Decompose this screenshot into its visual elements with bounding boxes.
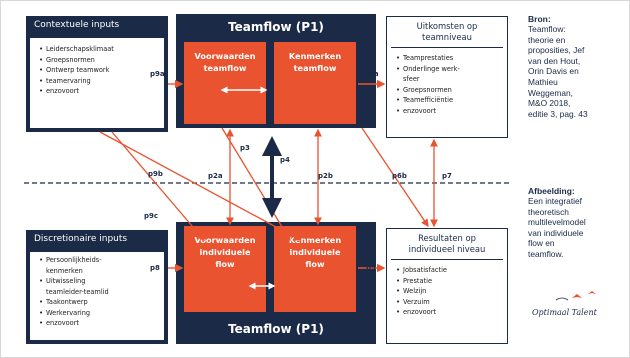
figure-line: theoretisch — [528, 206, 569, 217]
path-label-p3: p3 — [240, 144, 250, 152]
list-item: Taakontwerp — [39, 297, 160, 308]
list-item: teamervaring — [39, 76, 160, 87]
list-item: enzovoort — [39, 318, 160, 329]
path-label-p9b: p9b — [148, 170, 163, 178]
list-item: enzovoort — [396, 307, 503, 318]
contextual-inputs-title: Contextuele inputs — [34, 20, 120, 30]
discretionary-inputs-title: Discretionaire inputs — [34, 234, 128, 244]
source-note: Bron: Teamflow: theorie en proposities, … — [528, 14, 628, 119]
list-item: Verzuim — [396, 297, 503, 308]
path-label-p2b: p2b — [318, 172, 333, 180]
source-line: Weggeman, — [528, 87, 574, 98]
path-label-p5: p5 — [366, 264, 376, 272]
list-item: Leiderschapsklimaat — [39, 44, 160, 55]
discretionary-inputs-box: Discretionaire inputs Persoonlijkheids-k… — [26, 230, 168, 344]
list-item: Groepsnormen — [396, 85, 503, 96]
list-item: Welzijn — [396, 286, 503, 297]
source-line: Teamflow: — [528, 24, 566, 34]
birds-icon — [555, 291, 596, 301]
list-item: enzovoort — [39, 86, 160, 97]
list-item: Teamprestaties — [396, 53, 503, 64]
source-line: proposities, Jef — [528, 45, 585, 56]
path-label-p2a: p2a — [208, 172, 223, 180]
teamflow-bottom-title: Teamflow (P1) — [228, 322, 324, 336]
individual-results-title-line: individueel niveau — [408, 244, 486, 254]
team-outcomes-title-line: teamniveau — [422, 32, 472, 42]
source-heading: Bron: — [528, 14, 551, 24]
source-line: Orin Davis en — [528, 66, 579, 77]
path-label-p6b: p6b — [392, 172, 407, 180]
source-line: editie 3, pag. 43 — [528, 108, 588, 119]
discretionary-inputs-list-panel: Persoonlijkheids-kenmerken Uitwisselingt… — [30, 252, 164, 340]
path-label-p4: p4 — [280, 156, 290, 164]
list-item: Prestatie — [396, 276, 503, 287]
path-label-p8: p8 — [150, 264, 160, 272]
logo-text: Optimaal Talent — [532, 308, 597, 317]
individual-results-title-line: Resultaten op — [418, 233, 476, 243]
list-item: Jobsatisfactie — [396, 265, 503, 276]
figure-line: flow en — [528, 238, 555, 249]
teamflow-top-title: Teamflow (P1) — [228, 20, 324, 34]
team-outcomes-title-line: Uitkomsten op — [416, 21, 478, 31]
figure-heading: Afbeelding: — [528, 186, 575, 196]
list-item: Werkervaring — [39, 308, 160, 319]
figure-line: multilevelmodel — [528, 217, 586, 228]
list-item: Ontwerp teamwork — [39, 65, 160, 76]
figure-line: teamflow. — [528, 248, 564, 259]
contextual-inputs-list-panel: Leiderschapsklimaat Groepsnormen Ontwerp… — [30, 38, 164, 128]
optimaal-talent-logo: Optimaal Talent — [532, 286, 622, 326]
list-item: Groepsnormen — [39, 55, 160, 66]
path-label-p7: p7 — [442, 172, 452, 180]
source-line: theorie en — [528, 34, 566, 45]
source-line: Mathieu — [528, 76, 558, 87]
list-item: Teamefficiëntie — [396, 95, 503, 106]
figure-line: Een integratief — [528, 196, 583, 206]
contextual-inputs-box: Contextuele inputs Leiderschapsklimaat G… — [26, 16, 168, 132]
list-item: Persoonlijkheids-kenmerken — [39, 255, 160, 276]
figure-note: Afbeelding: Een integratief theoretisch … — [528, 186, 628, 260]
figure-line: van individuele — [528, 227, 584, 238]
list-item: Onderlinge werk-sfeer — [396, 64, 503, 85]
list-item: enzovoort — [396, 106, 503, 117]
source-line: M&O 2018, — [528, 98, 571, 109]
source-line: van den Hout, — [528, 55, 581, 66]
path-label-p9a: p9a — [150, 70, 165, 78]
path-label-p9c: p9c — [144, 212, 159, 220]
path-label-p6a: p6a — [364, 70, 379, 78]
